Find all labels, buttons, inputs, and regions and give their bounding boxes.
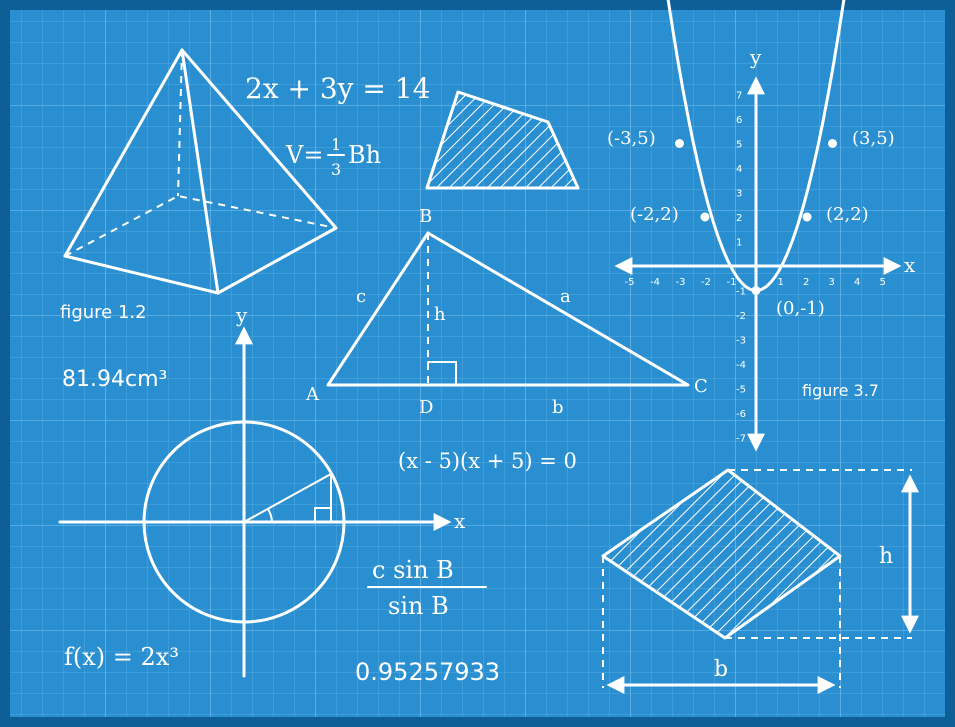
rhombus-figure (601, 468, 919, 694)
y-tick-labels: 7 6 5 4 3 2 1 -1 -2 -3 -4 -5 -6 -7 (736, 91, 746, 445)
right-angle-mark (427, 361, 457, 386)
label-side-b: b (552, 397, 564, 418)
parabola-point (802, 212, 812, 222)
pyramid-figure (63, 48, 338, 295)
quadratic-equation: (x - 5)(x + 5) = 0 (398, 449, 577, 473)
circle-right-angle (314, 507, 332, 523)
y-tick-label: 4 (736, 164, 742, 175)
volume-formula-suffix: Bh (348, 141, 381, 169)
y-tick-label: 7 (736, 91, 742, 102)
y-tick-label: -5 (736, 385, 746, 396)
label-vertex-B: B (419, 206, 432, 227)
hatched-trapezoid (425, 90, 580, 190)
point-label-neg3-5: (-3,5) (607, 128, 656, 149)
parabola-graph: -5 -4 -3 -2 -1 1 2 3 4 5 7 6 5 4 3 2 1 -1 -2 -3 -4 -5 -6 -7 (614, 0, 902, 452)
rhombus-base-label: b (714, 657, 728, 682)
parabola-point (751, 286, 761, 295)
cubic-function: f(x) = 2x³ (64, 643, 179, 671)
decimal-value: 0.95257933 (355, 658, 500, 686)
label-vertex-A: A (305, 384, 320, 405)
parabola-caption: figure 3.7 (802, 381, 879, 400)
y-tick-label: -3 (736, 336, 746, 347)
rhombus-height-label: h (879, 544, 893, 569)
fraction-denominator: sin B (388, 592, 449, 620)
fraction-numerator: c sin B (372, 556, 454, 584)
rhombus-projection-lines (602, 469, 912, 688)
x-tick-label: 3 (829, 277, 835, 288)
label-side-a: a (560, 286, 571, 307)
pyramid-front-face (63, 48, 220, 295)
pyramid-caption: figure 1.2 (60, 302, 147, 323)
x-tick-labels: -5 -4 -3 -2 -1 1 2 3 4 5 (625, 277, 886, 288)
label-height-h: h (434, 304, 446, 325)
triangle-figure (326, 231, 690, 387)
volume-value: 81.94cm³ (62, 367, 167, 392)
x-tick-label: 2 (803, 277, 809, 288)
y-tick-label: 6 (736, 115, 742, 126)
point-label-neg2-2: (-2,2) (630, 204, 679, 225)
x-tick-label: -5 (625, 277, 635, 288)
label-vertex-C: C (694, 376, 708, 397)
y-tick-label: 1 (736, 238, 742, 249)
parabola-point (700, 212, 710, 222)
x-tick-label: -2 (701, 277, 711, 288)
circle-angle-arc (267, 508, 273, 523)
x-tick-label: 1 (778, 277, 784, 288)
y-tick-label: -6 (736, 409, 746, 420)
graph-y-label: y (749, 45, 762, 69)
y-tick-label: -7 (736, 434, 746, 445)
volume-formula-prefix: V= (285, 141, 323, 169)
parabola-point (828, 139, 837, 148)
volume-formula-denominator: 3 (331, 160, 341, 179)
triangle-outline (326, 231, 690, 387)
circle-y-label: y (235, 303, 248, 327)
point-label-0-neg1: (0,-1) (776, 298, 825, 319)
x-tick-label: 5 (880, 277, 886, 288)
circle-x-label: x (454, 509, 466, 533)
x-tick-label: -4 (650, 277, 660, 288)
y-tick-label: 5 (736, 140, 742, 151)
label-point-D: D (419, 397, 433, 418)
label-side-c: c (356, 286, 366, 307)
y-tick-label: 2 (736, 213, 742, 224)
pyramid-hidden-edges (64, 49, 337, 257)
volume-formula-numerator: 1 (331, 135, 341, 154)
y-tick-label: -2 (736, 311, 746, 322)
circle-radius-triangle (243, 472, 332, 523)
point-label-2-2: (2,2) (826, 204, 869, 225)
x-tick-label: -1 (727, 277, 737, 288)
parabola-points (675, 139, 837, 295)
x-tick-label: -3 (676, 277, 686, 288)
graph-x-label: x (904, 253, 916, 277)
point-label-3-5: (3,5) (852, 128, 895, 149)
y-tick-label: 3 (736, 189, 742, 200)
x-tick-label: 4 (854, 277, 860, 288)
unit-circle-figure (58, 326, 452, 678)
linear-equation: 2x + 3y = 14 (245, 72, 430, 105)
circle-outline (142, 420, 346, 624)
y-tick-label: -4 (736, 360, 746, 371)
parabola-point (675, 139, 684, 148)
y-tick-label: -1 (736, 287, 746, 298)
